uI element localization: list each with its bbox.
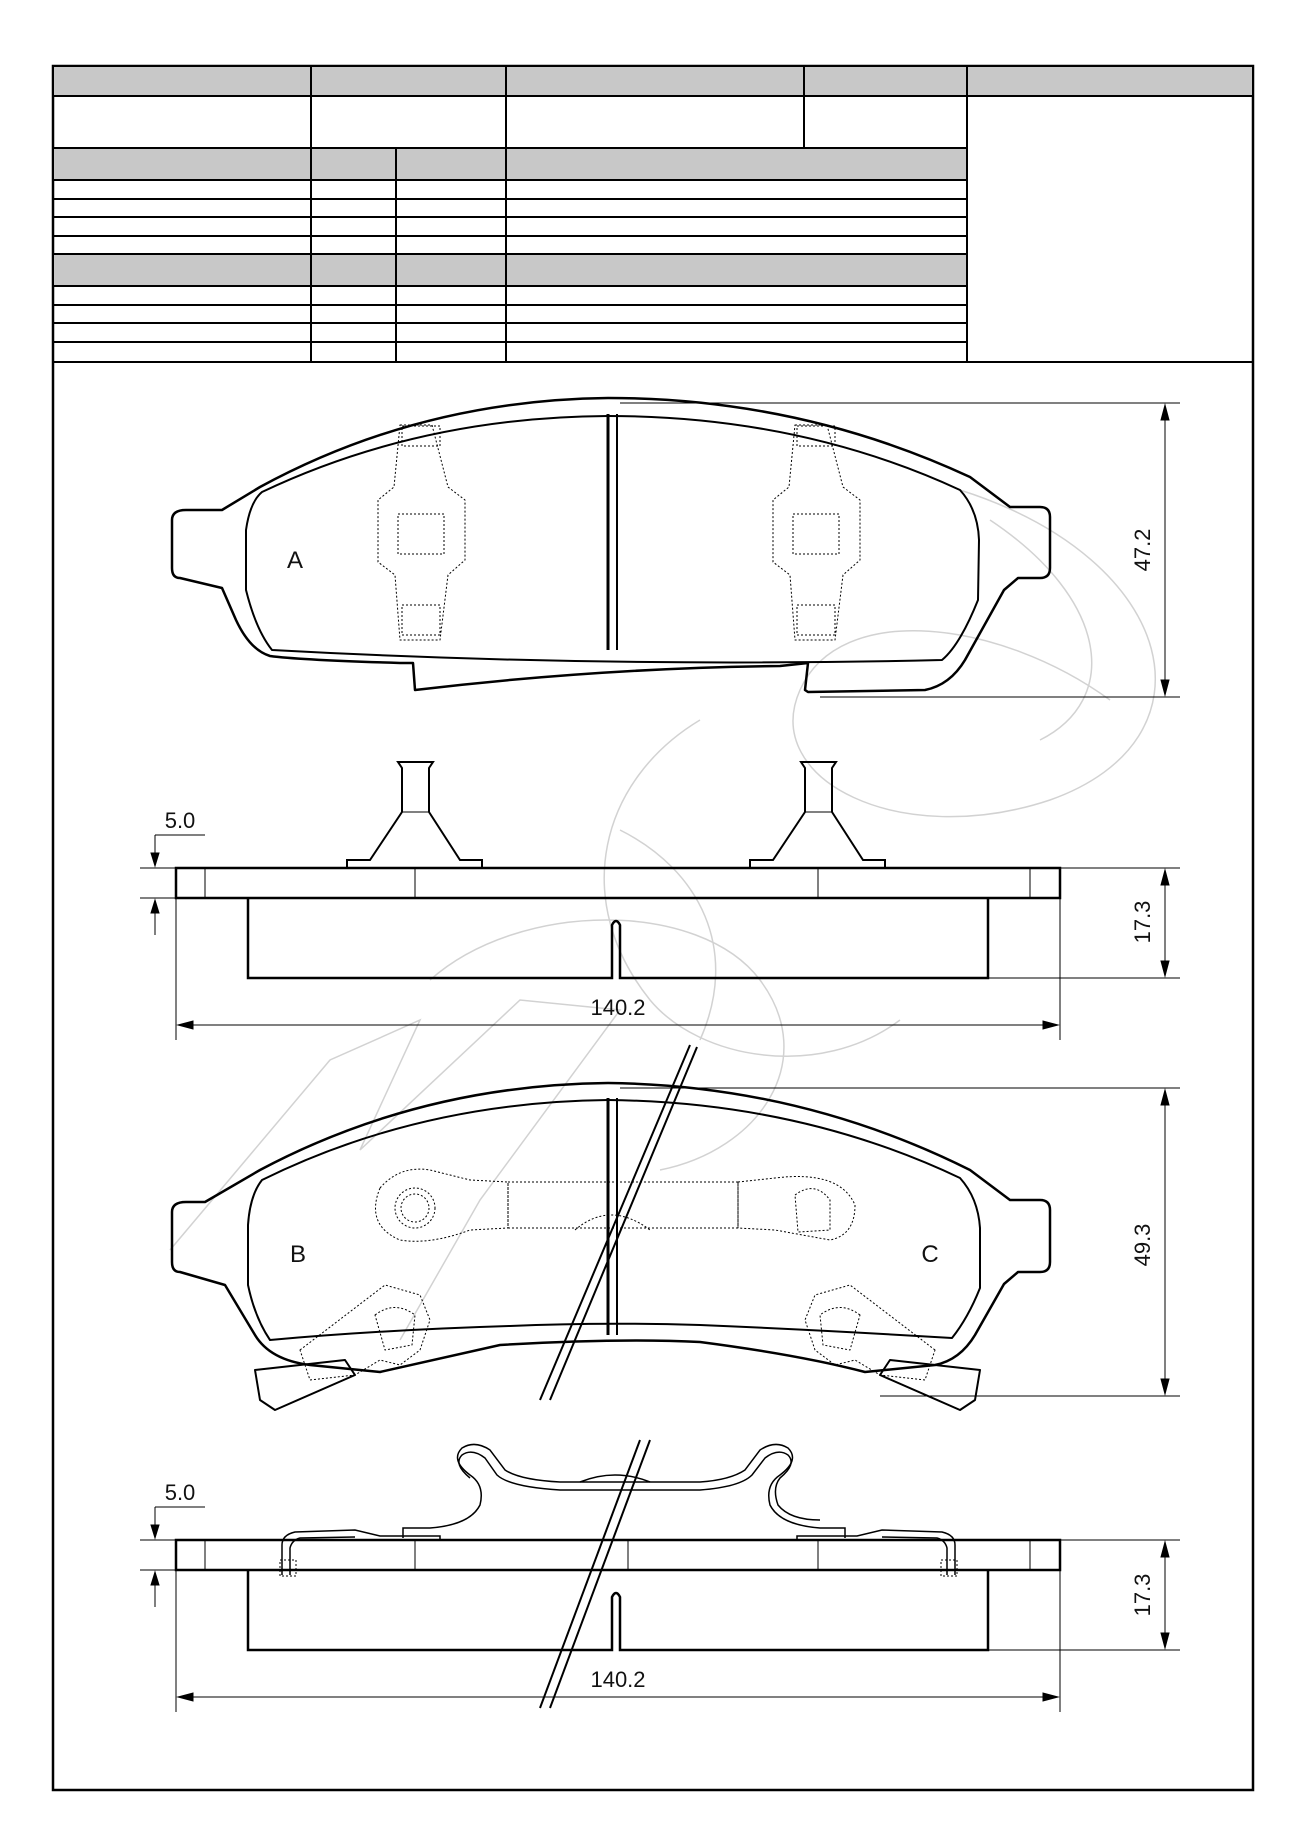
side-top-friction (246, 898, 990, 980)
dim-width-bottom-value: 140.2 (590, 1667, 645, 1692)
side-bottom-spring (402, 1443, 846, 1538)
pad-a-right-clip (772, 424, 861, 641)
pad-bc-right-tab (804, 1284, 936, 1381)
side-bottom-backplate (174, 1538, 1062, 1572)
pad-bc-right-ear (879, 1359, 981, 1411)
pad-view-a: A (170, 396, 1052, 694)
dimension-height-bottom: 49.3 (620, 1087, 1180, 1397)
side-bottom-left-bracket (279, 1529, 441, 1577)
dimension-width-bottom: 140.2 (175, 1570, 1061, 1712)
pad-c-label: C (921, 1241, 938, 1268)
pad-view-bc: B C (170, 1081, 1052, 1411)
dimension-backplate-bottom: 5.0 (140, 1480, 205, 1607)
pad-bc-backplate-outline (170, 1081, 1052, 1374)
dimension-height-top: 47.2 (620, 402, 1180, 698)
side-top-left-clip (346, 761, 483, 867)
sheet-border (51, 64, 1255, 1792)
side-view-top (174, 761, 1062, 980)
dim-height-bottom-value: 49.3 (1130, 1224, 1155, 1267)
dim-thickness-bottom-value: 17.3 (1130, 1574, 1155, 1617)
section-cut-lines (539, 1044, 698, 1709)
side-top-right-clip (749, 761, 886, 867)
pad-a-left-clip (377, 424, 466, 641)
dim-width-top-value: 140.2 (590, 995, 645, 1020)
dimension-thickness-top: 17.3 (988, 867, 1180, 979)
pad-a-backplate-outline (170, 396, 1052, 694)
dimension-backplate-top: 5.0 (140, 808, 205, 935)
side-top-backplate (174, 866, 1062, 900)
pad-a-label: A (287, 547, 303, 574)
pad-bc-left-ear (254, 1359, 356, 1411)
pad-a-friction-outline (245, 415, 980, 664)
pad-b-label: B (290, 1241, 306, 1268)
section-header-row-2 (52, 253, 968, 287)
side-bottom-right-bracket (796, 1529, 958, 1577)
dim-thickness-top-value: 17.3 (1130, 901, 1155, 944)
dim-backplate-top-value: 5.0 (165, 808, 196, 833)
side-view-bottom (174, 1443, 1062, 1652)
side-bottom-friction (246, 1570, 990, 1652)
pad-bc-left-tab (299, 1284, 431, 1381)
dim-height-top-value: 47.2 (1130, 529, 1155, 572)
header-row (52, 65, 1254, 97)
watermark-logo (169, 489, 1156, 1341)
title-block-table (52, 65, 1254, 363)
pad-bc-spring-clip (375, 1168, 856, 1242)
dim-backplate-bottom-value: 5.0 (165, 1480, 196, 1505)
section-header-row-1 (52, 147, 968, 181)
pad-bc-friction-outline (247, 1099, 981, 1341)
dimension-width-top: 140.2 (175, 898, 1061, 1040)
dimension-thickness-bottom: 17.3 (988, 1539, 1180, 1651)
